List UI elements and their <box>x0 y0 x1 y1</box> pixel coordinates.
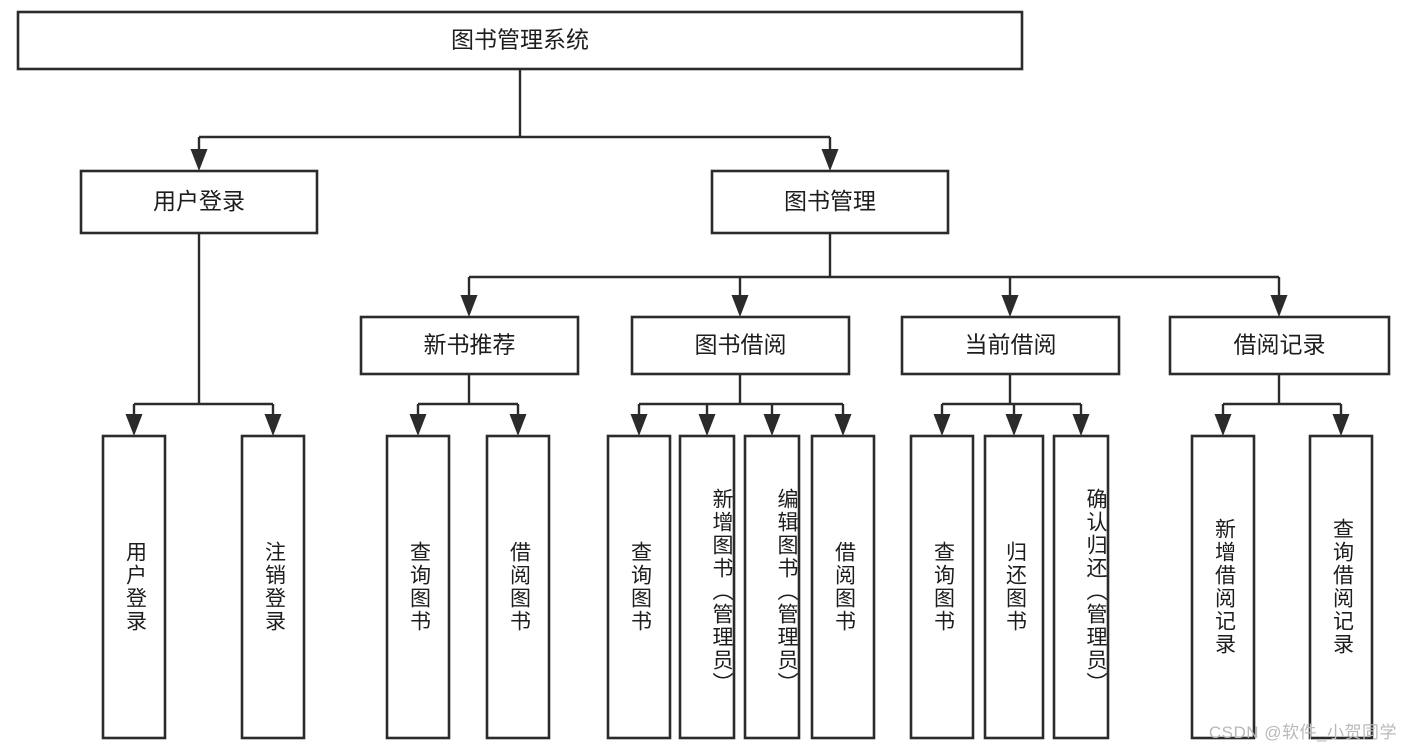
node-box-leaf-edit-book-admin[interactable] <box>743 434 801 740</box>
connector-group-root-bus <box>190 69 839 171</box>
arrow-head-icon <box>731 295 749 317</box>
node-box-book-manage[interactable] <box>710 169 950 235</box>
boxes-layer <box>16 10 1391 740</box>
node-box-borrow-record[interactable] <box>1168 315 1391 376</box>
node-label-book-manage: 图书管理 <box>784 188 876 214</box>
node-box-new-book-recommend[interactable] <box>359 315 580 376</box>
node-box-leaf-query-book-current[interactable] <box>909 434 975 740</box>
node-box-leaf-return-book[interactable] <box>983 434 1045 740</box>
connector-group-book-borrow-bus <box>630 374 852 436</box>
arrow-head-icon <box>125 414 143 436</box>
node-label-current-borrow: 当前借阅 <box>965 332 1057 358</box>
node-box-leaf-query-borrow-record[interactable] <box>1308 434 1374 740</box>
node-box-user-login[interactable] <box>79 169 319 235</box>
node-box-leaf-query-book-rec[interactable] <box>385 434 451 740</box>
arrow-head-icon <box>264 414 282 436</box>
node-label-borrow-record: 借阅记录 <box>1234 332 1326 358</box>
node-box-leaf-add-book-admin[interactable] <box>678 434 736 740</box>
node-box-leaf-borrow-book-rec[interactable] <box>485 434 551 740</box>
node-box-root[interactable] <box>16 10 1024 71</box>
node-label-new-book-recommend: 新书推荐 <box>424 332 516 358</box>
node-box-leaf-add-borrow-record[interactable] <box>1190 434 1256 740</box>
node-box-leaf-query-book-borrow[interactable] <box>606 434 672 740</box>
node-box-leaf-confirm-return-admin[interactable] <box>1052 434 1110 740</box>
arrow-head-icon <box>1214 414 1232 436</box>
arrow-head-icon <box>933 414 951 436</box>
node-label-root: 图书管理系统 <box>451 27 589 53</box>
connectors-layer <box>125 69 1350 436</box>
arrow-head-icon <box>460 295 478 317</box>
connector-group-book-manage-bus <box>460 233 1288 317</box>
connector-group-user-login-bus <box>125 233 282 436</box>
arrow-head-icon <box>821 149 839 171</box>
node-box-leaf-borrow-book[interactable] <box>810 434 876 740</box>
arrow-head-icon <box>1332 414 1350 436</box>
arrow-head-icon <box>698 414 716 436</box>
arrow-head-icon <box>630 414 648 436</box>
arrow-head-icon <box>834 414 852 436</box>
node-box-leaf-user-login[interactable] <box>101 434 167 740</box>
connector-group-new-book-bus <box>409 374 527 436</box>
connector-group-current-borrow-bus <box>933 374 1090 436</box>
arrow-head-icon <box>763 414 781 436</box>
arrow-head-icon <box>1270 295 1288 317</box>
node-box-book-borrow[interactable] <box>630 315 851 376</box>
node-box-current-borrow[interactable] <box>900 315 1121 376</box>
node-label-user-login: 用户登录 <box>153 188 245 214</box>
arrow-head-icon <box>509 414 527 436</box>
arrow-head-icon <box>1001 295 1019 317</box>
node-box-leaf-logout-login[interactable] <box>240 434 306 740</box>
node-label-book-borrow: 图书借阅 <box>695 332 787 358</box>
arrow-head-icon <box>1005 414 1023 436</box>
watermark-text: CSDN @软件_小贺同学 <box>1208 723 1397 742</box>
arrow-head-icon <box>1072 414 1090 436</box>
connector-group-borrow-record-bus <box>1214 374 1350 436</box>
arrow-head-icon <box>190 149 208 171</box>
arrow-head-icon <box>409 414 427 436</box>
